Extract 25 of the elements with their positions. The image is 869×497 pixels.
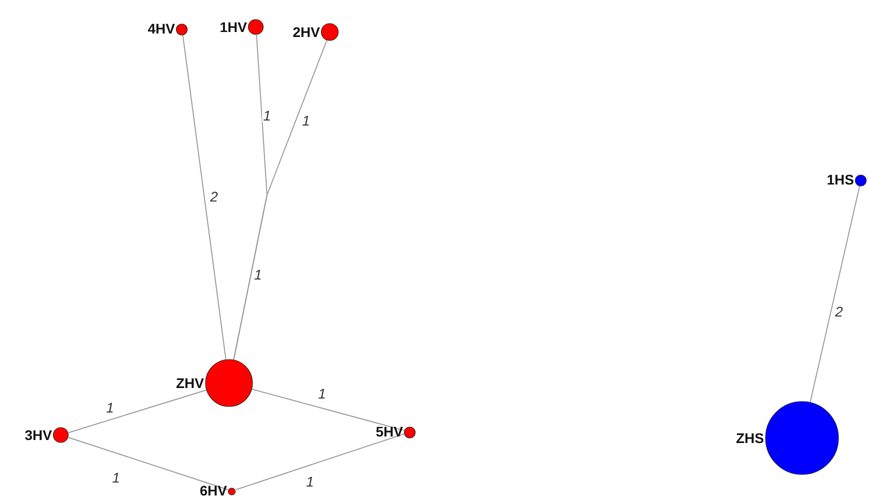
edge-label: 1 — [262, 110, 272, 122]
node-label: 3HV — [24, 428, 52, 442]
edge-line — [182, 34, 226, 360]
edge-line — [252, 388, 405, 431]
node-label: 6HV — [200, 484, 227, 497]
node-label: 2HV — [292, 24, 320, 40]
node-label: 1HV — [220, 20, 247, 34]
node-label: ZHV — [176, 376, 204, 390]
edge-label: 1 — [305, 476, 315, 488]
edge-label: 1 — [317, 388, 327, 400]
weight-number: 1 — [253, 268, 263, 282]
edge-label: 1 — [105, 402, 115, 414]
edge-line — [68, 390, 207, 434]
edge-line — [235, 433, 405, 490]
edge-line — [810, 185, 860, 402]
edge-line — [68, 437, 229, 490]
node-label: 4HV — [148, 22, 175, 36]
edge-label: 2 — [209, 190, 219, 204]
edge-label: 2 — [834, 306, 844, 318]
edge-line — [233, 40, 328, 360]
node-label: ZHS — [736, 430, 764, 446]
node-label: 1HS — [826, 172, 854, 188]
edge-label: 1 — [301, 114, 311, 128]
edge-label: 1 — [111, 472, 121, 484]
node-label: 5HV — [376, 424, 403, 440]
